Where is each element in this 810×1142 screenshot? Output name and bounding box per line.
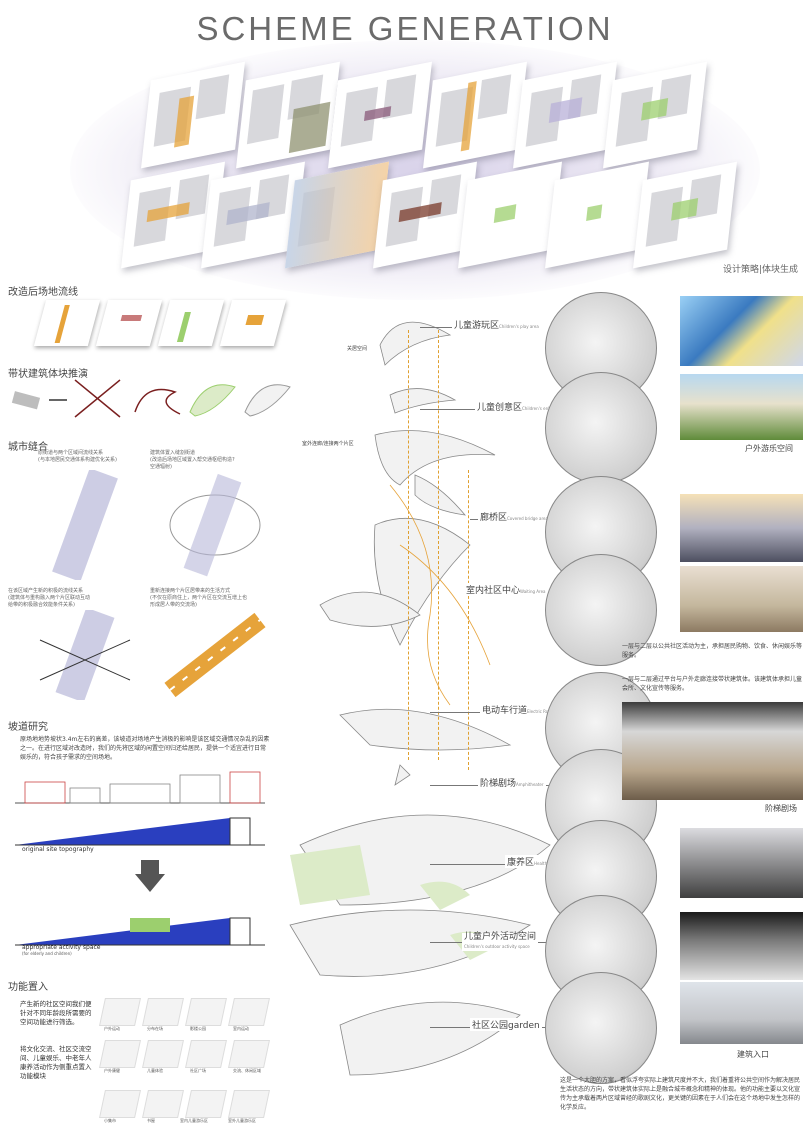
seam-section-title: 城市缝合 bbox=[8, 442, 48, 453]
seam-note-3: 在该区域产生新的积极的流线关系 (建筑体与重构融入两个片区联动互动 给带的积极融… bbox=[8, 588, 90, 608]
description-3: 这是一个大胆的方案，看似浮夸实际上建筑尺度并不大，我们着重将公共空间作为解决居民… bbox=[560, 1077, 801, 1111]
zone-label-9: 社区公园garden bbox=[470, 1018, 542, 1031]
function-icon-label: 室内运动 bbox=[233, 1026, 249, 1031]
flow-diagram-3 bbox=[157, 300, 225, 346]
massing-section-title: 带状建筑体块推演 bbox=[8, 369, 88, 380]
seam-note-2: 建筑体置入缝割街道 (改造后场地区域置入帮交通枢纽构造? 空通辐射) bbox=[150, 450, 235, 470]
detail-circle-2 bbox=[545, 372, 657, 484]
guide-line bbox=[408, 330, 409, 760]
hub-space-label: 关居空间 bbox=[345, 345, 370, 352]
seam-note-4: 重新连接两个片区居带来的生活方式 (不仅在原商住上，两个片区在交流互增上也 形成… bbox=[150, 588, 247, 608]
detail-circle-4 bbox=[545, 554, 657, 666]
function-icon-label: 书屋 bbox=[147, 1118, 155, 1123]
page-title: SCHEME GENERATION bbox=[196, 10, 614, 47]
function-icon-label: 室内儿童游乐区 bbox=[180, 1118, 208, 1123]
corridor-label: 室外连廊/连接两个片区 bbox=[300, 440, 356, 447]
guide-line bbox=[438, 330, 439, 760]
photo-children-outdoor bbox=[680, 912, 803, 980]
photo-caption-outdoor-play: 户外游乐空间 bbox=[745, 444, 793, 453]
photo-community-center bbox=[680, 566, 803, 632]
zone-label-6: 阶梯剧场Amphitheater bbox=[478, 776, 546, 789]
flow-section-title: 改造后场地流线 bbox=[8, 287, 78, 298]
zone-label-3: 廊桥区Covered bridge area bbox=[478, 510, 550, 523]
down-arrow-icon bbox=[135, 860, 165, 892]
photo-caption-entrance: 建筑入口 bbox=[737, 1050, 769, 1059]
function-icon-label: 户外运动 bbox=[104, 1026, 120, 1031]
photo-bridge bbox=[680, 494, 803, 562]
function-text-1: 产生新的社区空间我们便针对不同年龄段所需要的空间功能进行筛选。 bbox=[20, 1000, 92, 1026]
photo-outdoor-play bbox=[680, 374, 803, 440]
slope-section-title: 坡道研究 bbox=[8, 722, 48, 733]
function-icon-label: 儿童体验 bbox=[147, 1068, 163, 1073]
zone-label-4: 室内社区中心Waiting Area bbox=[464, 583, 548, 596]
zone-label-5: 电动车行道Electric Roadway bbox=[480, 703, 564, 716]
description-1: 一层与二层以公共社区活动为主，承担居民购物、饮食、休闲娱乐等服务。 bbox=[622, 643, 803, 659]
photo-caption-amphitheater: 阶梯剧场 bbox=[765, 804, 797, 813]
activity-space-diagram bbox=[15, 917, 265, 946]
detail-circle-9 bbox=[545, 972, 657, 1084]
function-icon-label: 影楼公园 bbox=[190, 1026, 206, 1031]
original-topography-diagram bbox=[15, 817, 265, 846]
function-text-2: 将文化交流、社区交流空间、儿童娱乐、中老年人康养活动作为侧重点置入功能模块 bbox=[20, 1045, 92, 1080]
function-section-title: 功能置入 bbox=[8, 982, 48, 993]
photo-entrance bbox=[680, 982, 803, 1044]
description-2: 一层与二层通过平台与户外走廊连接带状建筑体。该建筑体承担儿童会所、文化宣传等服务… bbox=[622, 676, 803, 692]
photo-health-area bbox=[680, 828, 803, 898]
seam-note-1: 原街道与两个区域间流线关系 (与本地居民交通体系构建优化关系) bbox=[38, 450, 117, 463]
seam-diagram-bottom bbox=[39, 610, 266, 700]
function-icon-label: 室外儿童游乐区 bbox=[228, 1118, 256, 1123]
zone-label-1: 儿童游玩区Children's play area bbox=[452, 318, 541, 331]
guide-line bbox=[468, 470, 469, 770]
function-icon-label: 社区广场 bbox=[190, 1068, 206, 1073]
function-icon-label: 交流、休闲区域 bbox=[233, 1068, 261, 1073]
massing-diagram bbox=[11, 379, 291, 418]
slope-section-drawing bbox=[15, 771, 265, 804]
activity-space-label: appropriate activity space bbox=[22, 944, 101, 951]
slope-text: 原场地地势坡状3.4m左右的高差，该坡道对场地产生消极的影响是该区域交通情况杂乱… bbox=[20, 736, 270, 761]
flow-diagram-1 bbox=[33, 300, 101, 346]
function-icon-label: 分布在场 bbox=[147, 1026, 163, 1031]
photo-amphitheater bbox=[622, 702, 803, 800]
flow-diagram-2 bbox=[95, 300, 163, 346]
strategy-caption: 设计策略|体块生成 bbox=[722, 265, 798, 275]
function-icon-label: 小集市 bbox=[104, 1118, 116, 1123]
leader-line bbox=[430, 864, 550, 865]
seam-diagram-top bbox=[52, 470, 261, 580]
photo-play-area bbox=[680, 296, 803, 366]
flow-diagram-4 bbox=[219, 300, 287, 346]
function-icon-label: 户外康健 bbox=[104, 1068, 120, 1073]
activity-space-sublabel: (for elderly and children) bbox=[22, 951, 72, 956]
original-topography-label: original site topography bbox=[22, 846, 94, 853]
